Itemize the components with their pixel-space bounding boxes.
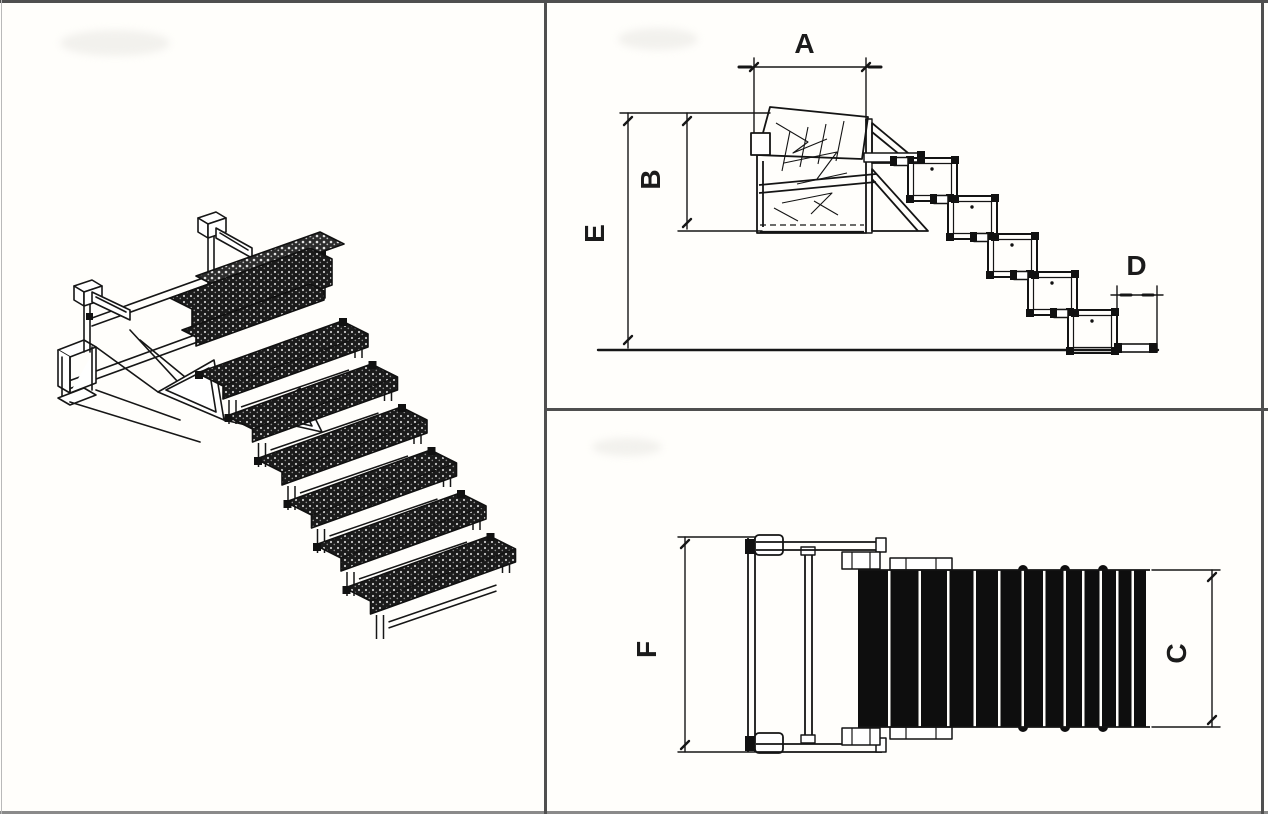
iso-tread-stack: [195, 318, 517, 615]
watermark-smudge: [618, 28, 698, 50]
dimension-label-f: F: [631, 640, 662, 658]
sheet-border-top: [0, 0, 1268, 3]
side-zigzag-steps: [890, 156, 1119, 355]
dimension-label-d: D: [1126, 250, 1147, 281]
dimension-label-b: B: [635, 168, 666, 189]
sheet-border-right: [1261, 0, 1264, 814]
watermark-smudge: [60, 30, 170, 56]
watermark-smudge: [592, 438, 662, 456]
sheet-border-left: [1, 0, 2, 814]
top-view-drawing: F C: [631, 534, 1221, 754]
top-mount-frame: [745, 534, 953, 754]
iso-platform: [169, 231, 345, 347]
panel-divider-vertical: [544, 0, 547, 814]
sheet-border-bottom: [0, 811, 1268, 814]
top-view-panel: F C: [547, 411, 1261, 811]
dimension-label-c: C: [1161, 642, 1192, 663]
side-housing: [750, 106, 929, 234]
top-clamp-bumps: [1018, 565, 1108, 732]
panel-divider-horizontal: [544, 408, 1268, 411]
isometric-view-drawing: [57, 211, 517, 639]
top-tread-band: [858, 570, 1146, 727]
isometric-view-panel: [2, 3, 544, 811]
side-view-drawing: A B E D: [579, 28, 1164, 355]
side-view-panel: A B E D: [547, 3, 1261, 408]
dimension-label-a: A: [794, 28, 815, 59]
side-bottom-step: [1114, 343, 1158, 353]
dimension-label-e: E: [579, 223, 610, 243]
